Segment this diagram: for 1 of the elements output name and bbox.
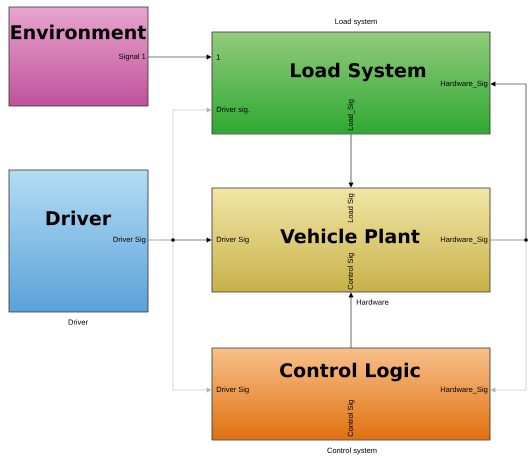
signal-line [490,240,526,393]
